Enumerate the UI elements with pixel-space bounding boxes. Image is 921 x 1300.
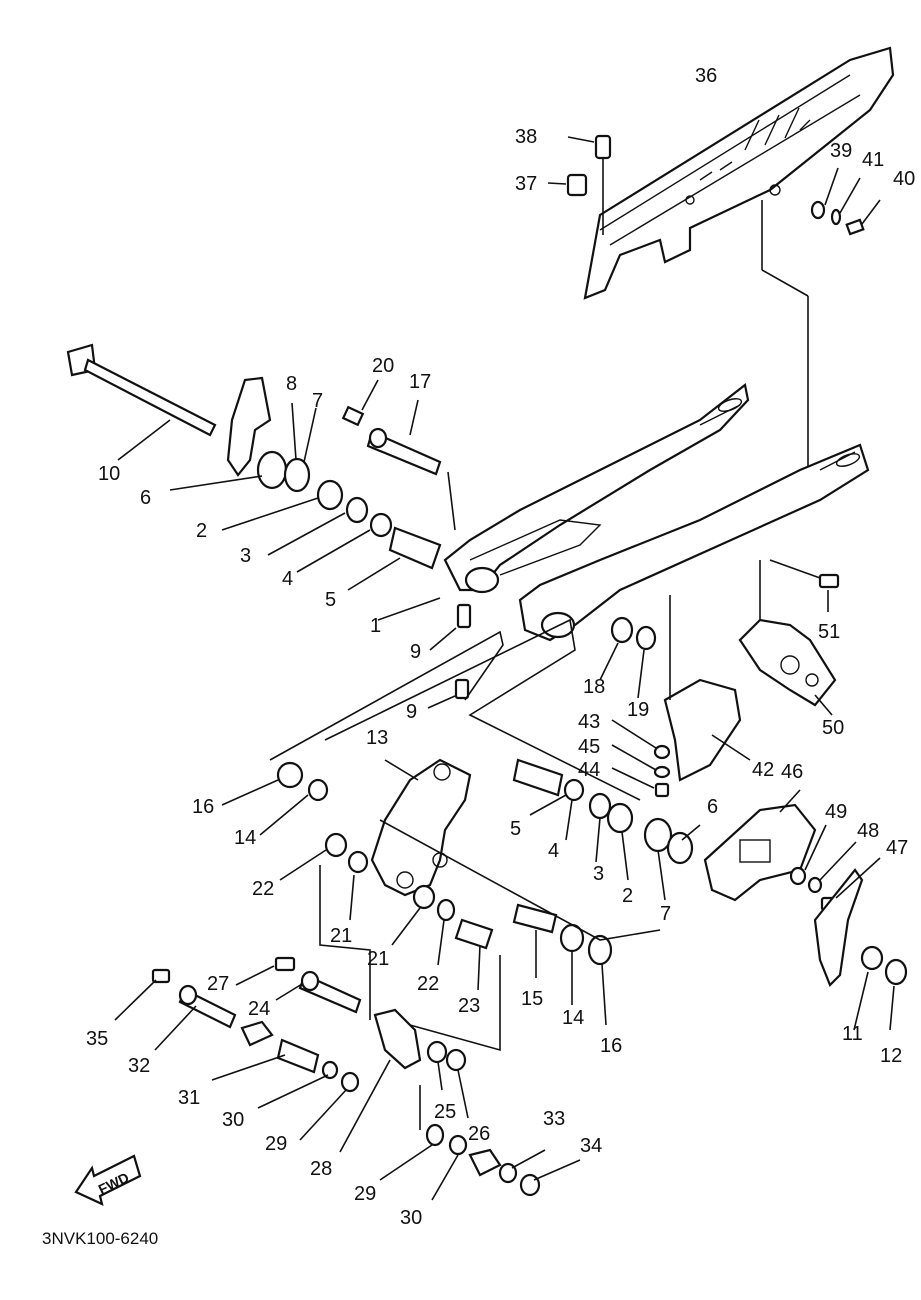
callout-12: 12 (880, 1045, 902, 1067)
callout-8: 8 (286, 373, 297, 395)
callout-7: 7 (660, 903, 671, 925)
callout-38: 38 (515, 126, 537, 148)
callout-41: 41 (862, 149, 884, 171)
bushing-set-right (512, 758, 701, 901)
callout-26: 26 (468, 1123, 490, 1145)
callout-30: 30 (400, 1207, 422, 1229)
callout-43: 43 (578, 711, 600, 733)
callout-27: 27 (207, 973, 229, 995)
callout-51: 51 (818, 621, 840, 643)
chain-slider (738, 559, 840, 716)
callout-35: 35 (86, 1028, 108, 1050)
callout-4: 4 (548, 840, 559, 862)
callout-13: 13 (366, 727, 388, 749)
bushing-set-lower (391, 884, 613, 1026)
callout-15: 15 (521, 988, 543, 1010)
swing-arm (377, 383, 870, 642)
callout-40: 40 (893, 168, 915, 190)
callout-44: 44 (578, 759, 600, 781)
callout-39: 39 (830, 140, 852, 162)
callout-50: 50 (822, 717, 844, 739)
callout-32: 32 (128, 1055, 150, 1077)
callout-34: 34 (580, 1135, 602, 1157)
callout-labels: 1223344556677899101112131414151616171819… (86, 65, 915, 1229)
callout-1: 1 (370, 615, 381, 637)
callout-2: 2 (196, 520, 207, 542)
callout-48: 48 (857, 820, 879, 842)
callout-22: 22 (252, 878, 274, 900)
bolt-and-nipple (341, 379, 456, 531)
drawing-code: 3NVK100-6240 (42, 1229, 158, 1248)
chain-case (583, 46, 895, 470)
callout-46: 46 (781, 761, 803, 783)
callout-9: 9 (410, 641, 421, 663)
relay-arm (370, 758, 472, 897)
callout-6: 6 (707, 796, 718, 818)
pivot-bearing-set (169, 376, 442, 591)
callout-42: 42 (752, 759, 774, 781)
callout-18: 18 (583, 676, 605, 698)
callout-29: 29 (354, 1183, 376, 1205)
collar-nut (599, 616, 657, 699)
callout-3: 3 (240, 545, 251, 567)
callout-16: 16 (600, 1035, 622, 1057)
callout-21: 21 (330, 925, 352, 947)
bolt-and-collar (547, 134, 612, 235)
pivot-shaft (66, 343, 217, 461)
callout-20: 20 (372, 355, 394, 377)
callout-14: 14 (234, 827, 256, 849)
callout-2: 2 (622, 885, 633, 907)
callout-49: 49 (825, 801, 847, 823)
chain-guard (611, 595, 751, 798)
callout-5: 5 (325, 589, 336, 611)
callout-47: 47 (886, 837, 908, 859)
callout-7: 7 (312, 390, 323, 412)
callout-37: 37 (515, 173, 537, 195)
washer-bolt-set (810, 167, 881, 236)
connecting-rod-set (114, 956, 581, 1201)
callout-33: 33 (543, 1108, 565, 1130)
callout-45: 45 (578, 736, 600, 758)
callout-22: 22 (417, 973, 439, 995)
callout-9: 9 (406, 701, 417, 723)
callout-23: 23 (458, 995, 480, 1017)
chain-puller (703, 789, 908, 1031)
callout-29: 29 (265, 1133, 287, 1155)
callout-4: 4 (282, 568, 293, 590)
callout-30: 30 (222, 1109, 244, 1131)
callout-25: 25 (434, 1101, 456, 1123)
callout-19: 19 (627, 699, 649, 721)
callout-6: 6 (140, 487, 151, 509)
grease-nipples (427, 603, 472, 709)
fwd-arrow: FWD (74, 1154, 142, 1206)
assembly-lines (269, 618, 661, 1130)
callout-24: 24 (248, 998, 270, 1020)
callout-31: 31 (178, 1087, 200, 1109)
callout-16: 16 (192, 796, 214, 818)
callout-3: 3 (593, 863, 604, 885)
callout-10: 10 (98, 463, 120, 485)
callout-17: 17 (409, 371, 431, 393)
callout-21: 21 (367, 948, 389, 970)
callout-36: 36 (695, 65, 717, 87)
callout-5: 5 (510, 818, 521, 840)
bushing-set-left (221, 761, 369, 921)
callout-14: 14 (562, 1007, 584, 1029)
callout-11: 11 (842, 1023, 863, 1045)
callout-28: 28 (310, 1158, 332, 1180)
